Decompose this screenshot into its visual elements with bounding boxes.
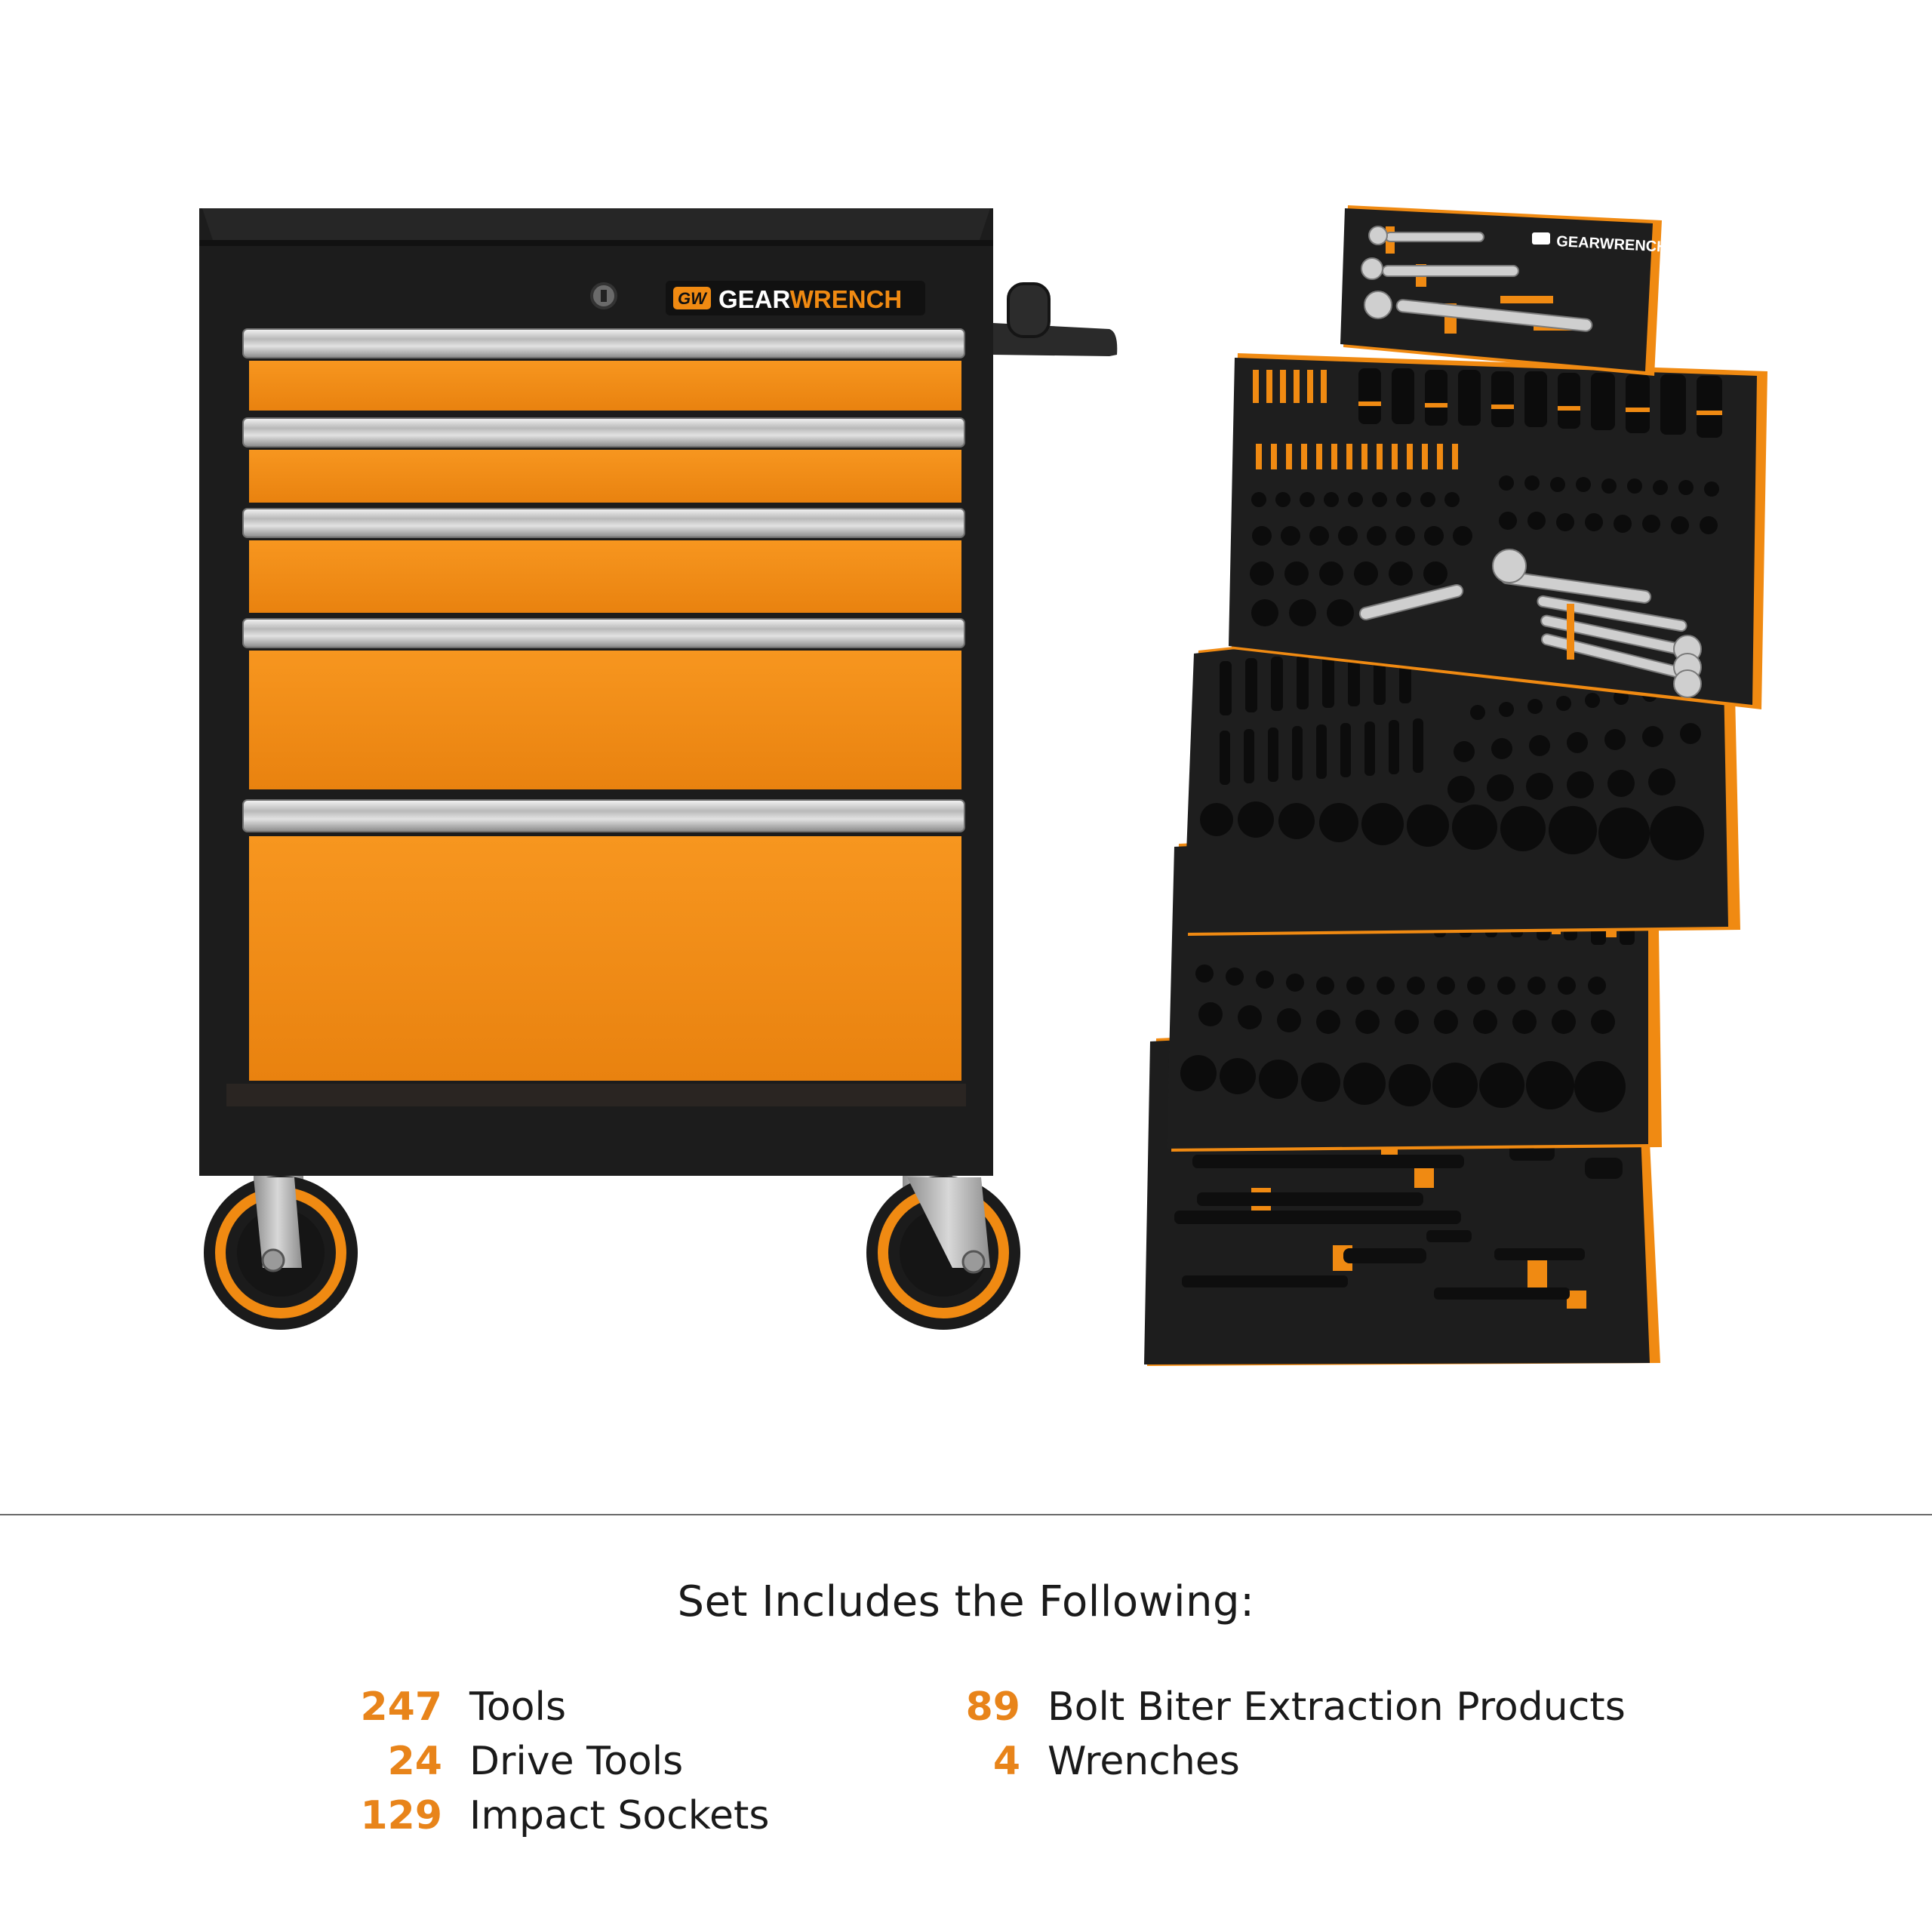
stat-count: 129 xyxy=(360,1793,442,1838)
drawer-4 xyxy=(242,618,965,789)
stat-count: 24 xyxy=(387,1739,442,1784)
side-handle xyxy=(993,282,1118,356)
stat-label: Impact Sockets xyxy=(469,1793,770,1838)
lock-icon xyxy=(590,282,617,309)
stat-count: 89 xyxy=(965,1684,1020,1730)
drawer-3 xyxy=(242,508,965,613)
stat-count: 247 xyxy=(360,1684,442,1730)
tray-gw-badge-icon-top xyxy=(1532,232,1550,245)
stat-label: Tools xyxy=(469,1684,567,1730)
stat-label: Drive Tools xyxy=(469,1739,684,1784)
tool-cart: GW GEARWRENCH xyxy=(199,208,1118,1330)
product-illustration: GW GEARWRENCH xyxy=(199,205,1767,1366)
stat-label: Bolt Biter Extraction Products xyxy=(1048,1684,1626,1730)
brand-logo-text: GEARWRENCH xyxy=(718,285,902,313)
cabinet-top-lip xyxy=(202,208,990,240)
foam-tray-ratchets: GEARWRENCH xyxy=(1340,205,1668,376)
stat-count: 4 xyxy=(992,1739,1020,1784)
tray-gw-badge-icon xyxy=(1253,326,1269,337)
section-divider xyxy=(0,1514,1932,1515)
drawer-2 xyxy=(242,417,965,503)
drawer-5 xyxy=(242,799,965,1081)
caster-wheel-right xyxy=(866,1176,1020,1330)
caster-wheel-left xyxy=(204,1176,358,1330)
brand-logo-badge: GW xyxy=(678,289,708,308)
foam-tray-drive-tools: GEARWRE xyxy=(1229,321,1767,709)
stat-label: Wrenches xyxy=(1048,1739,1240,1784)
drawer-1 xyxy=(242,328,965,411)
brand-logo: GW GEARWRENCH xyxy=(666,281,925,315)
set-includes-title: Set Includes the Following: xyxy=(677,1577,1255,1626)
foam-tray-stack: GEARWRE xyxy=(1144,205,1767,1366)
